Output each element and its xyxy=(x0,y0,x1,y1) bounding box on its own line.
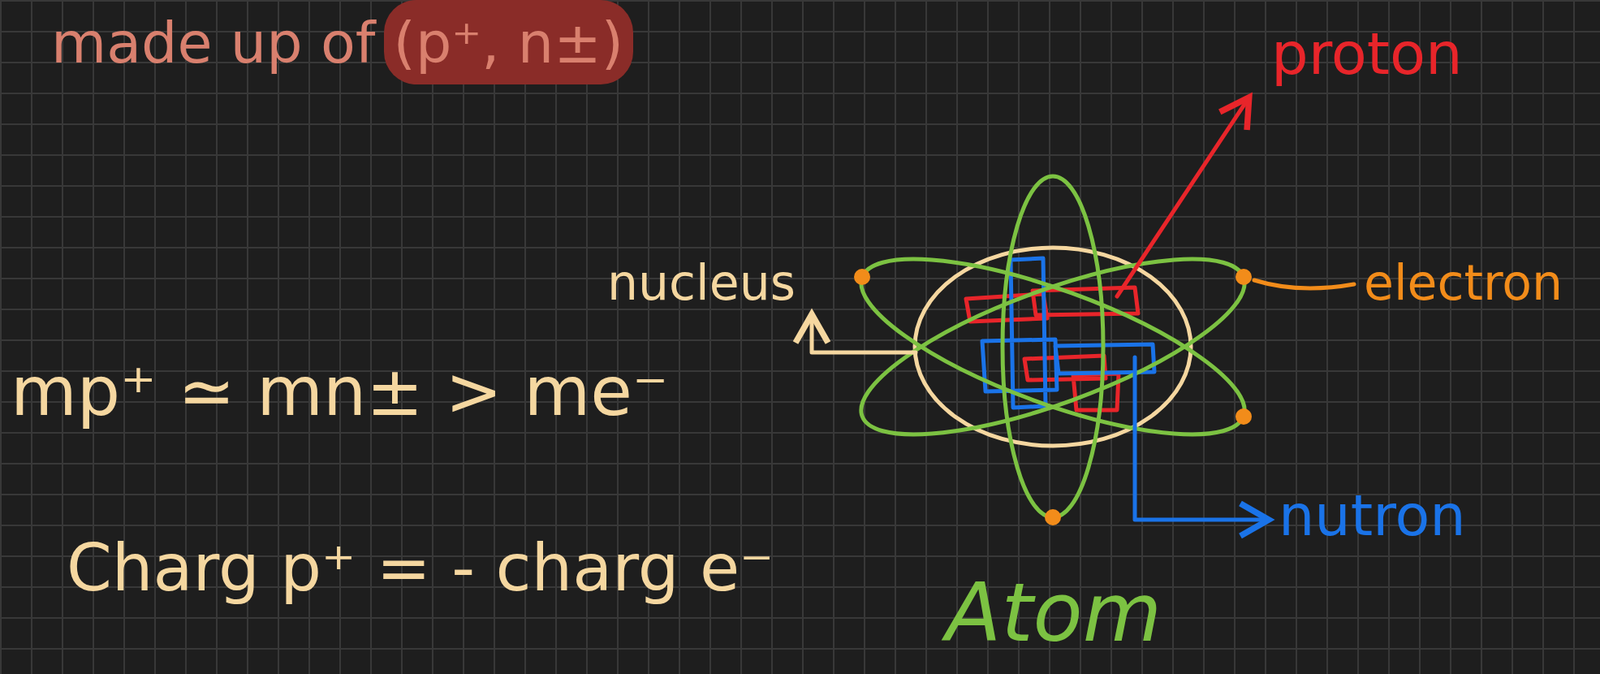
electron-dot xyxy=(1044,508,1061,526)
part-label: electron xyxy=(1363,258,1563,307)
leader-line xyxy=(811,318,916,353)
diagram-caption: Atom xyxy=(945,572,1162,654)
electron-dot xyxy=(853,268,871,285)
orbit xyxy=(842,224,1264,471)
orbit xyxy=(1002,176,1104,518)
part-label: nutron xyxy=(1278,487,1467,544)
nucleus-outline xyxy=(914,247,1191,446)
electron-dot xyxy=(1235,408,1252,425)
leader-line xyxy=(1116,100,1247,297)
note-text: made up of (p⁺, n±) xyxy=(51,14,624,72)
formula-text: mp⁺ ≃ mn± > me⁻ xyxy=(10,357,669,426)
part-label: nucleus xyxy=(607,258,796,307)
formula-text: Charg p⁺ = - charg e⁻ xyxy=(66,535,774,601)
leader-line xyxy=(1254,280,1355,289)
leader-line xyxy=(1134,357,1265,520)
orbit xyxy=(842,224,1264,471)
electron-dot xyxy=(1235,268,1252,285)
part-label: proton xyxy=(1271,24,1463,83)
